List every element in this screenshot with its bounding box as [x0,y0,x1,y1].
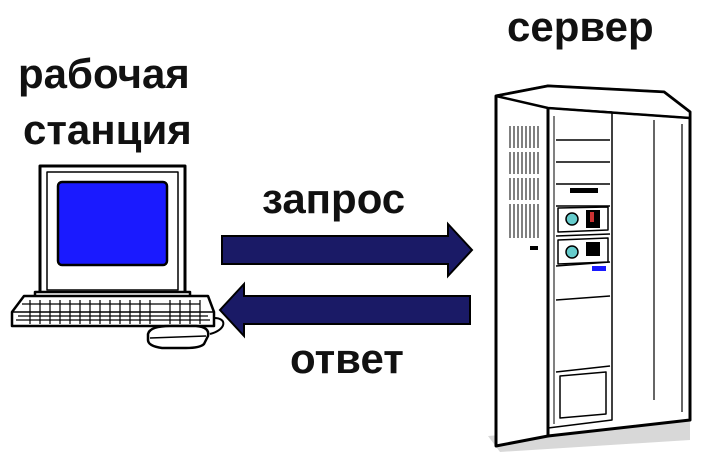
workstation-label-line2: станция [23,106,192,153]
response-label: ответ [290,335,404,382]
server-label: сервер [507,3,654,50]
monitor-screen [56,180,169,267]
request-label: запрос [262,175,406,222]
server-icon [488,84,692,452]
keyboard [10,294,216,328]
response-arrow [218,281,471,339]
drive-unit-1 [557,206,609,233]
request-arrow [221,221,474,279]
drive-unit-2 [557,237,609,271]
workstation-icon [10,164,225,350]
workstation-label-line1: рабочая [18,50,190,97]
server-vents [508,126,540,238]
